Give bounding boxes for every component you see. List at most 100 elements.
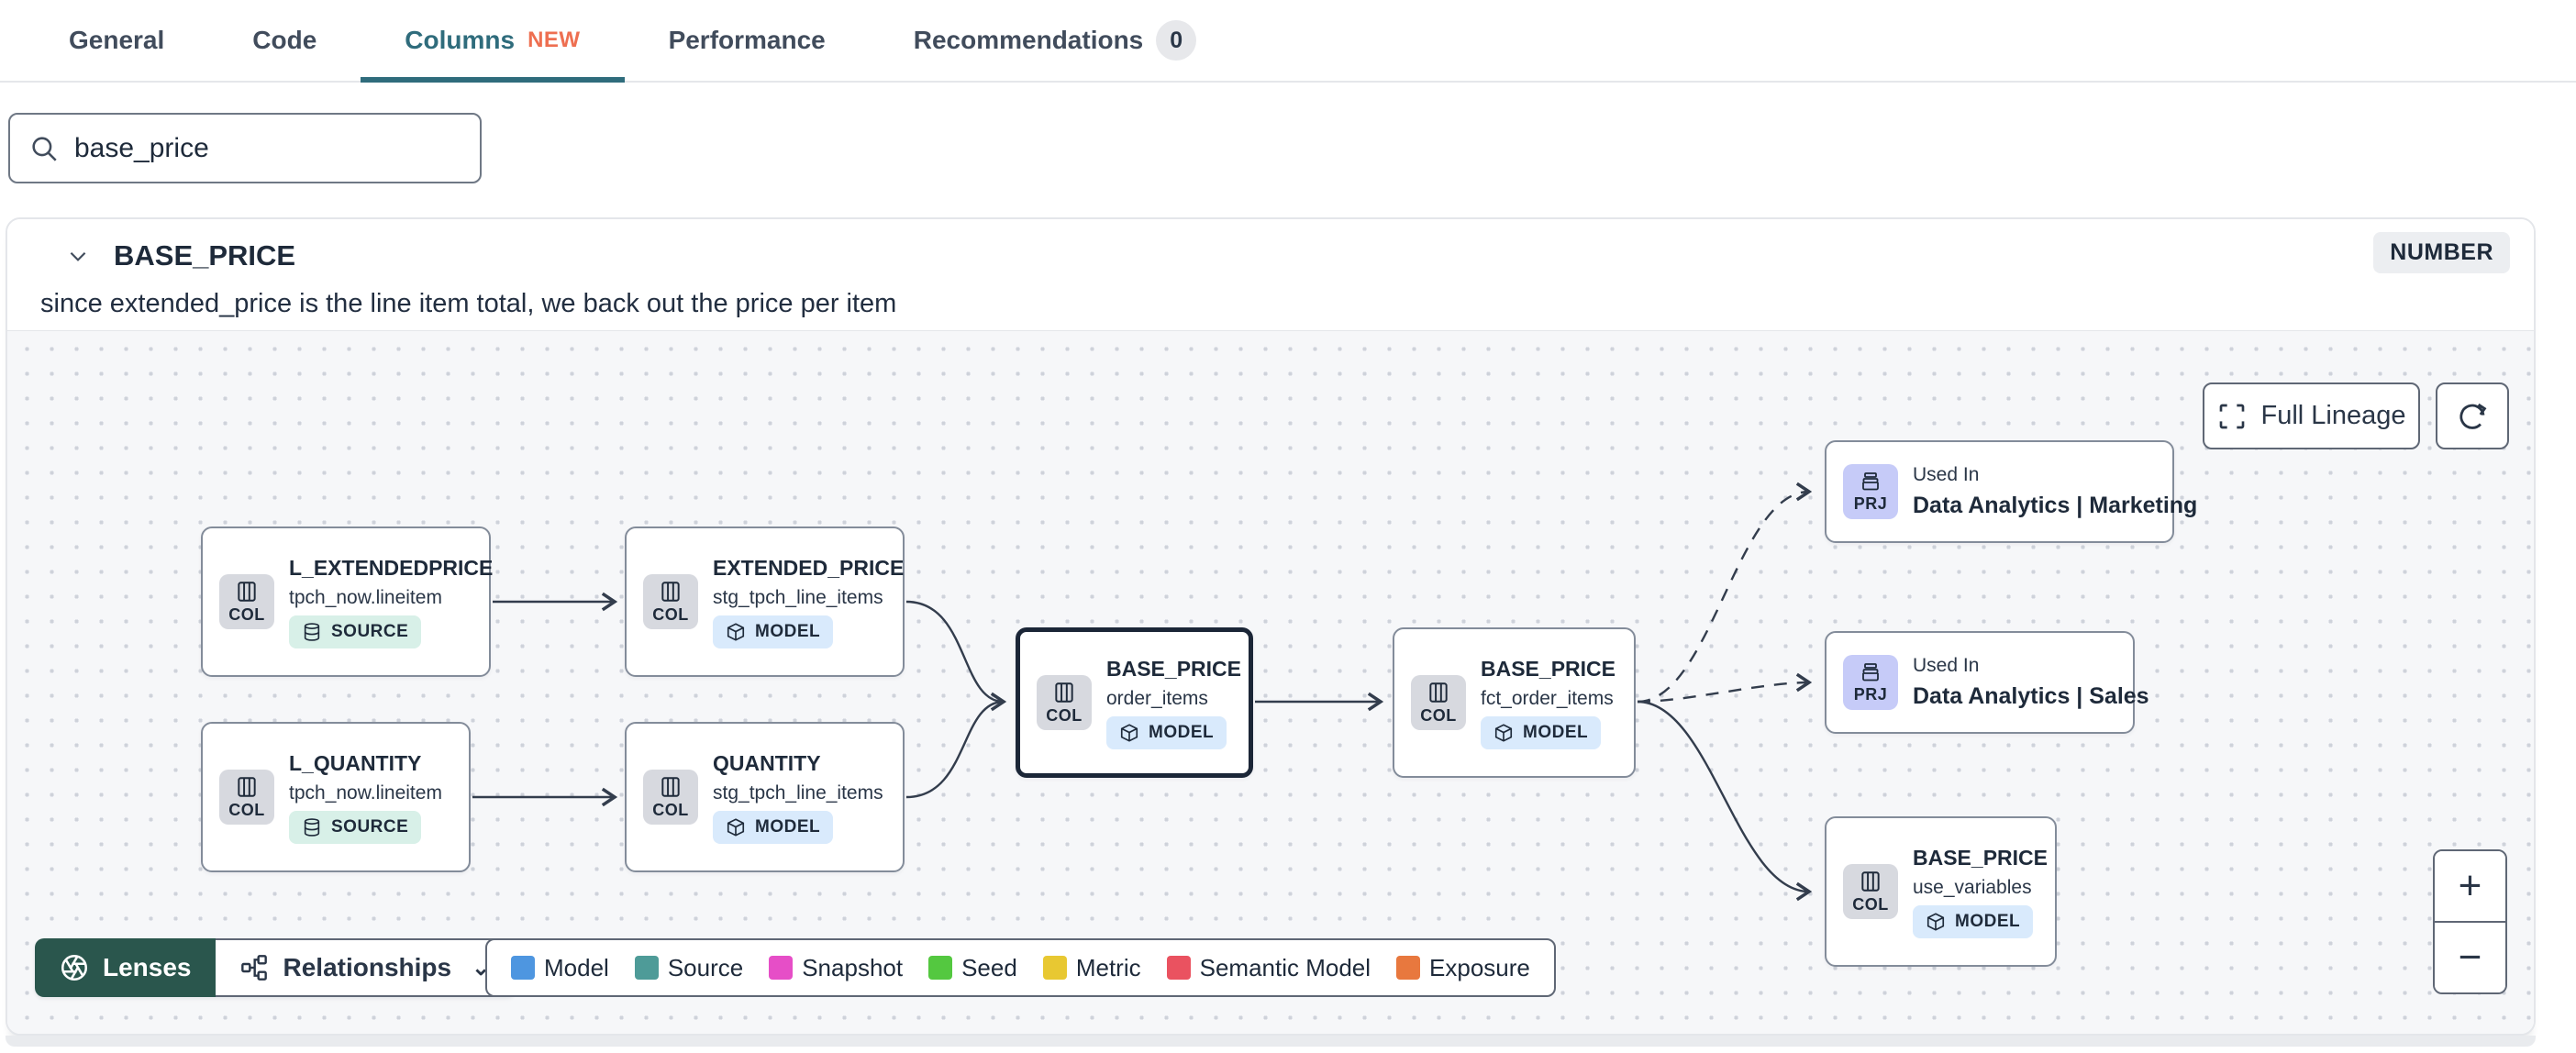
resource-badge: MODEL: [1106, 715, 1227, 749]
columns-icon: [1055, 682, 1073, 703]
tab-label: Code: [252, 26, 317, 54]
column-name: BASE_PRICE: [114, 239, 296, 272]
node-subtitle: tpch_now.lineitem: [289, 781, 442, 804]
lineage-node-base-price-fct-order-items[interactable]: COL BASE_PRICE fct_order_items MODEL: [1393, 627, 1636, 778]
columns-icon: [661, 776, 680, 797]
lineage-node-quantity[interactable]: COL QUANTITY stg_tpch_line_items MODEL: [625, 722, 905, 872]
node-title: Data Analytics | Marketing: [1913, 493, 2198, 518]
zoom-divider: [2435, 921, 2505, 923]
node-subtitle: fct_order_items: [1481, 687, 1614, 709]
tab-performance[interactable]: Performance: [625, 0, 870, 81]
legend-item-semantic-model: Semantic Model: [1166, 954, 1371, 982]
legend-swatch: [928, 956, 953, 980]
node-title: BASE_PRICE: [1481, 656, 1616, 681]
active-tab-underline: [361, 77, 625, 83]
relationships-icon: [240, 955, 267, 981]
lineage-node-base-price-use-variables[interactable]: COL BASE_PRICE use_variables MODEL: [1825, 816, 2057, 967]
tab-code[interactable]: Code: [208, 0, 361, 81]
columns-icon: [1861, 870, 1880, 892]
column-search: [8, 113, 482, 183]
legend-swatch: [769, 956, 794, 980]
lenses-button[interactable]: Lenses: [35, 938, 216, 997]
column-description: since extended_price is the line item to…: [40, 289, 897, 318]
lineage-node-base-price-order-items[interactable]: COL BASE_PRICE order_items MODEL: [1016, 627, 1253, 778]
project-chip: PRJ: [1843, 464, 1898, 519]
panel-bottom-shadow: [6, 1036, 2536, 1047]
column-type-badge: NUMBER: [2373, 232, 2510, 273]
column-chip: COL: [1037, 675, 1092, 730]
column-chip: COL: [1843, 864, 1898, 919]
database-icon: [304, 622, 320, 641]
resource-badge: SOURCE: [289, 810, 422, 844]
project-chip: PRJ: [1843, 655, 1898, 710]
cube-icon: [1120, 723, 1138, 742]
tab-label: Columns: [405, 26, 516, 54]
used-in-label: Used In: [1913, 464, 1980, 485]
column-panel: BASE_PRICE NUMBER since extended_price i…: [6, 217, 2536, 1036]
columns-icon: [661, 581, 680, 602]
tab-recommendations[interactable]: Recommendations 0: [870, 0, 1241, 81]
relationships-dropdown[interactable]: Relationships ⌄: [215, 938, 516, 997]
legend-item-exposure: Exposure: [1396, 954, 1530, 982]
archive-icon: [1862, 471, 1879, 490]
columns-icon: [238, 776, 256, 797]
node-subtitle: order_items: [1106, 687, 1208, 709]
lineage-node-extended-price[interactable]: COL EXTENDED_PRICE stg_tpch_line_items M…: [625, 526, 905, 677]
recommendations-count-badge: 0: [1156, 20, 1197, 61]
column-chip: COL: [1411, 675, 1466, 730]
node-title: EXTENDED_PRICE: [713, 555, 905, 580]
lineage-edges: [472, 482, 1813, 902]
zoom-out-button[interactable]: −: [2435, 923, 2505, 992]
edge-fct-usevariables: [1637, 700, 1813, 902]
legend-item-snapshot: Snapshot: [769, 954, 903, 982]
node-title: BASE_PRICE: [1913, 845, 2048, 870]
lineage-node-l-extendedprice[interactable]: COL L_EXTENDEDPRICE tpch_now.lineitem SO…: [201, 526, 494, 677]
zoom-controls: + −: [2433, 849, 2507, 994]
legend-item-source: Source: [634, 954, 743, 982]
tab-label: General: [69, 26, 165, 54]
lineage-node-l-quantity[interactable]: COL L_QUANTITY tpch_now.lineitem SOURCE: [201, 722, 471, 872]
aperture-icon: [61, 954, 88, 981]
lineage-legend: Model Source Snapshot Seed Metric: [485, 938, 1556, 997]
tab-bar: General Code Columns NEW Performance Rec…: [0, 0, 2576, 83]
legend-swatch: [511, 956, 535, 980]
node-title: BASE_PRICE: [1106, 656, 1241, 681]
zoom-in-button[interactable]: +: [2435, 851, 2505, 921]
edge-quantity-baseprice: [905, 700, 1005, 799]
legend-swatch: [1396, 956, 1421, 980]
columns-icon: [238, 581, 256, 602]
lenses-toolbar: Lenses Relationships ⌄: [35, 938, 516, 997]
cube-icon: [727, 817, 745, 837]
legend-item-model: Model: [511, 954, 609, 982]
resource-badge: MODEL: [713, 810, 834, 844]
chevron-down-icon[interactable]: [66, 244, 90, 268]
lineage-canvas[interactable]: COL L_EXTENDEDPRICE tpch_now.lineitem SO…: [7, 330, 2534, 1034]
refresh-button[interactable]: [2436, 382, 2509, 449]
new-badge: NEW: [527, 28, 581, 52]
legend-item-seed: Seed: [928, 954, 1017, 982]
refresh-icon: [2459, 403, 2487, 429]
resource-badge: MODEL: [1913, 904, 2034, 938]
search-icon: [32, 136, 57, 161]
resource-badge: MODEL: [713, 615, 834, 648]
column-chip: COL: [643, 574, 698, 629]
tab-general[interactable]: General: [25, 0, 208, 81]
node-subtitle: stg_tpch_line_items: [713, 586, 883, 608]
columns-icon: [1429, 682, 1448, 703]
tab-columns[interactable]: Columns NEW: [361, 0, 625, 83]
lineage-node-usedin-sales[interactable]: PRJ Used In Data Analytics | Sales: [1825, 631, 2149, 734]
tab-label: Recommendations: [913, 26, 1144, 54]
column-chip: COL: [219, 574, 274, 629]
legend-item-metric: Metric: [1042, 954, 1141, 982]
expand-icon: [2219, 404, 2244, 428]
cube-icon: [727, 622, 745, 641]
full-lineage-button[interactable]: Full Lineage: [2203, 382, 2420, 449]
node-subtitle: tpch_now.lineitem: [289, 586, 442, 608]
lineage-node-usedin-marketing[interactable]: PRJ Used In Data Analytics | Marketing: [1825, 440, 2197, 543]
node-subtitle: use_variables: [1913, 876, 2032, 898]
column-chip: COL: [219, 770, 274, 825]
node-title: L_EXTENDEDPRICE: [289, 555, 494, 580]
node-title: L_QUANTITY: [289, 750, 422, 775]
search-input[interactable]: [74, 132, 461, 164]
